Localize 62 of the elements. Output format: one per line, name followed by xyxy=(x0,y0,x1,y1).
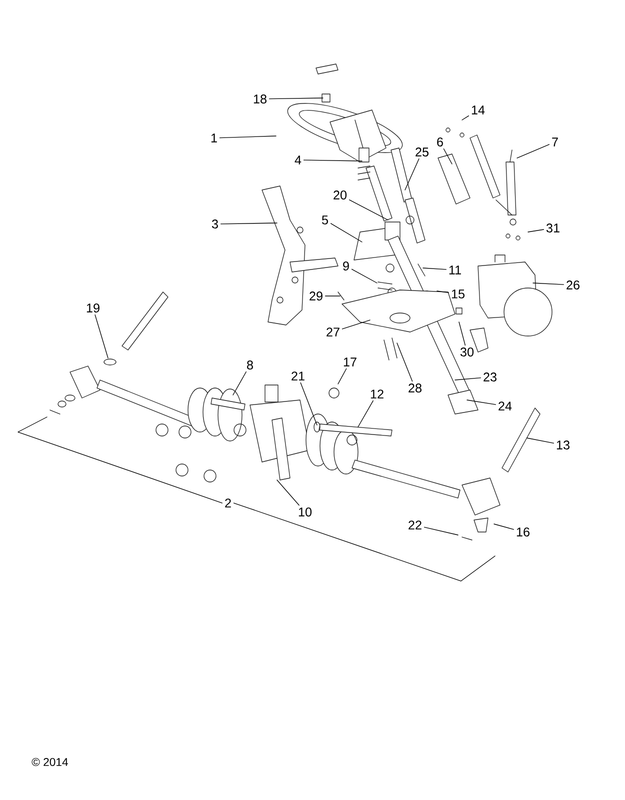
callout-number: 6 xyxy=(437,138,443,146)
leader-line xyxy=(528,229,544,232)
callout-number: 29 xyxy=(310,292,322,300)
leader-line xyxy=(454,377,482,380)
callout-number: 13 xyxy=(556,440,570,450)
callout-number: 1 xyxy=(211,134,217,142)
leader-line xyxy=(342,320,370,330)
callout-number: 9 xyxy=(343,262,349,270)
callout-number: 30 xyxy=(460,348,474,356)
callout-number: 26 xyxy=(566,280,580,290)
leader-line xyxy=(458,322,466,346)
callout-number: 10 xyxy=(298,508,312,516)
leader-line xyxy=(330,223,362,242)
callout-number: 17 xyxy=(344,358,356,366)
leader-line xyxy=(303,160,362,162)
copyright-note: © 2014 xyxy=(32,758,68,766)
callout-number: 27 xyxy=(326,328,340,336)
leader-line xyxy=(532,282,564,285)
leader-line xyxy=(516,144,550,158)
leader-line xyxy=(348,200,388,220)
leader-line xyxy=(94,314,108,358)
leader-line xyxy=(422,268,446,270)
leader-line xyxy=(300,382,318,426)
leader-line xyxy=(18,416,496,582)
leader-line xyxy=(338,368,347,384)
leader-line xyxy=(436,290,450,293)
callout-number: 8 xyxy=(247,360,253,370)
callout-number: 31 xyxy=(546,224,560,232)
leader-line xyxy=(232,371,247,396)
leader-line xyxy=(443,148,452,164)
leader-line xyxy=(494,524,514,530)
callout-number: 22 xyxy=(408,520,422,530)
callout-number: 18 xyxy=(254,94,266,104)
leader-line xyxy=(219,136,276,138)
callout-number: 20 xyxy=(334,190,347,200)
callout-number: 12 xyxy=(370,390,384,398)
callout-number: 23 xyxy=(484,372,496,382)
callout-number: 21 xyxy=(292,372,304,380)
callout-number: 19 xyxy=(86,304,100,312)
leader-line xyxy=(396,342,413,382)
leader-line xyxy=(351,268,378,284)
callout-number: 5 xyxy=(322,216,328,224)
callout-number: 25 xyxy=(416,148,429,156)
callout-number: 4 xyxy=(294,156,302,164)
leader-line xyxy=(526,438,554,444)
callout-number: 2 xyxy=(225,498,231,508)
leader-line xyxy=(268,98,324,100)
callout-number: 3 xyxy=(212,220,218,228)
leader-line xyxy=(276,480,300,506)
callout-number: 15 xyxy=(452,290,465,298)
leader-line xyxy=(462,116,470,120)
leader-line xyxy=(220,222,278,224)
leader-line xyxy=(404,158,420,190)
callout-number: 14 xyxy=(472,106,485,114)
leader-line xyxy=(466,400,496,405)
leader-line xyxy=(424,526,458,536)
leader-line xyxy=(358,400,374,428)
callout-number: 24 xyxy=(498,402,512,410)
callout-number: 11 xyxy=(449,266,461,274)
callout-number: 28 xyxy=(408,384,422,392)
callout-number: 16 xyxy=(516,528,530,536)
callout-number: 7 xyxy=(552,138,558,146)
